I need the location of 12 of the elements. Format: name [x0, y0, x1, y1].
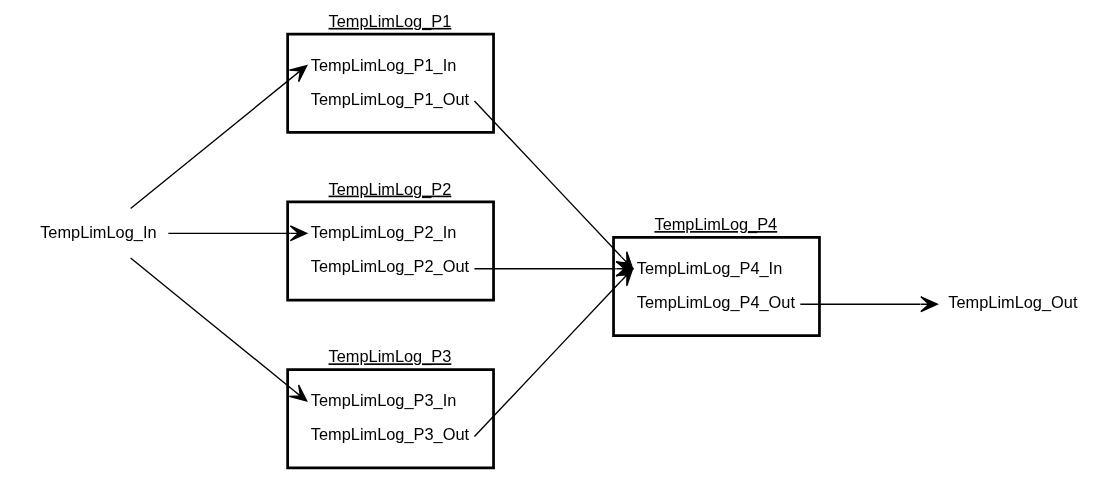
arrow — [167, 224, 307, 241]
node-box: TempLimLog_P2_In TempLimLog_P2_Out — [285, 200, 495, 301]
arrow — [129, 256, 307, 402]
node-text: TempLimLog_In — [39, 222, 157, 241]
arrow — [799, 295, 938, 312]
arrow — [129, 64, 307, 209]
node-label: TempLimLog_P3 — [328, 346, 451, 365]
node-label: TempLimLog_P2 — [328, 179, 451, 198]
node-label: TempLimLog_P1 — [328, 11, 451, 30]
node-label: TempLimLog_P4 — [653, 214, 777, 233]
arrow — [473, 267, 633, 437]
node-text: TempLimLog_Out — [947, 292, 1077, 311]
